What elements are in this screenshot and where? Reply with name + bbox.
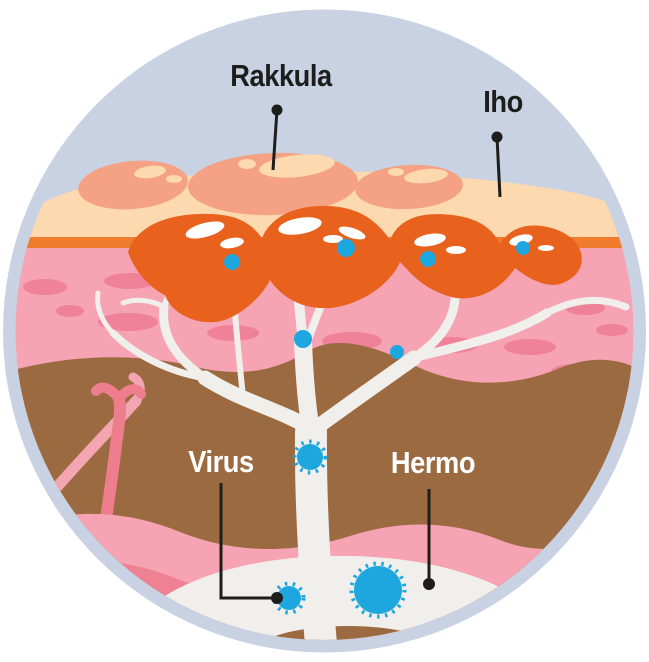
virus-spikes xyxy=(292,439,328,475)
label-hermo: Hermo xyxy=(390,445,476,480)
virus-particle xyxy=(297,444,323,470)
pointer-virus xyxy=(219,483,272,600)
label-rakkula: Rakkula xyxy=(230,58,332,93)
virus-spikes xyxy=(349,561,407,619)
virus-particle xyxy=(277,586,301,610)
label-iho: Iho xyxy=(483,84,523,119)
virus-particle xyxy=(354,566,402,614)
virus-particle xyxy=(294,330,312,348)
inflamed-blisters xyxy=(128,205,582,323)
virus-spikes xyxy=(272,581,306,615)
inflamed-highlights xyxy=(185,217,554,254)
virus-particle xyxy=(516,241,530,255)
virus-particle xyxy=(390,345,404,359)
virus-particles xyxy=(224,239,530,619)
pointer-dots xyxy=(271,104,503,604)
dermis-cells xyxy=(23,273,628,380)
blister-highlights xyxy=(134,154,448,184)
pointer-iho xyxy=(495,136,502,198)
pointer-rakkula xyxy=(271,109,279,171)
pointer-lines xyxy=(219,109,502,600)
virus-particle xyxy=(420,251,436,267)
label-virus: Virus xyxy=(188,444,254,479)
virus-particle xyxy=(224,254,240,270)
virus-particle xyxy=(337,239,355,257)
